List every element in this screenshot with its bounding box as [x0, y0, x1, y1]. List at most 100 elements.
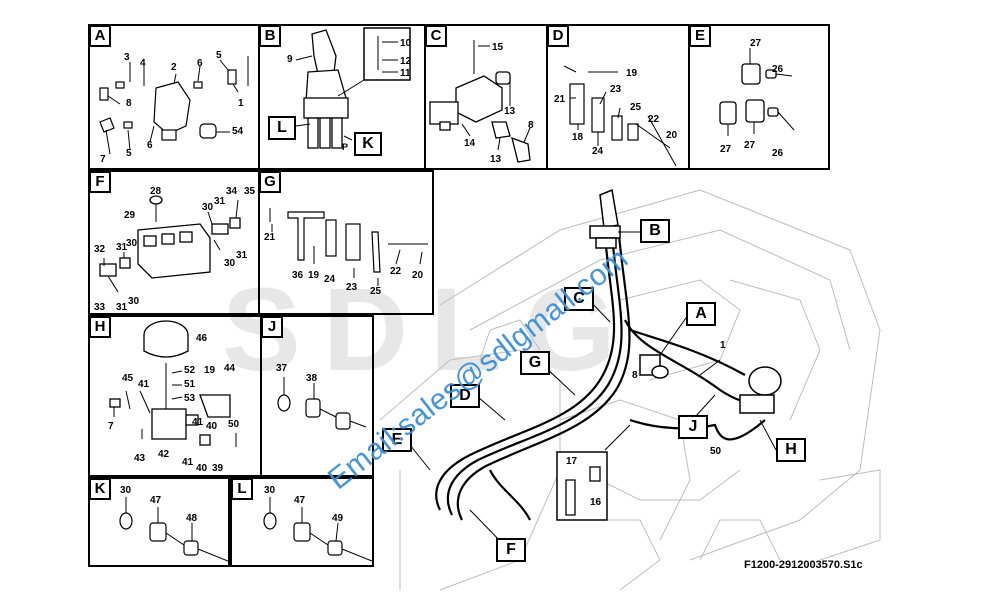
panel-h-label: 43	[134, 453, 146, 464]
overview-label: 8	[632, 370, 638, 381]
panel-d-label: 20	[666, 130, 678, 141]
panel-h-label: 45	[122, 373, 134, 384]
panel-a-label: 6	[197, 58, 203, 69]
panel-g-drawing	[269, 208, 428, 286]
panel-c-label: 8	[528, 120, 534, 131]
panel-f-letter: F	[89, 171, 111, 193]
panel-e-label: 27	[750, 38, 762, 49]
panel-l-label: 30	[264, 485, 276, 496]
panel-b: B 9 10 12 11	[258, 24, 426, 170]
sdlg-watermark-logo: SDLG	[222, 264, 638, 396]
panel-a-label: 6	[147, 140, 153, 151]
panel-a-label: 5	[216, 50, 222, 61]
panel-a-label: 54	[232, 126, 244, 137]
overview-callout-h: H	[776, 438, 806, 462]
overview-label: 17	[566, 456, 578, 467]
panel-g: G 21 36 19 24 23 25 22	[258, 170, 434, 315]
panel-h-label: 41	[182, 457, 194, 468]
panel-a-drawing	[99, 56, 249, 155]
panel-g-label: 21	[264, 232, 276, 243]
panel-a-label: 5	[126, 148, 132, 159]
panel-a: A	[88, 24, 260, 170]
panel-f-label: 30	[126, 238, 138, 249]
panel-f-label: 35	[244, 186, 256, 197]
panel-g-label: 22	[390, 266, 402, 277]
panel-h-label: 41	[138, 379, 150, 390]
panel-c-label: 15	[492, 42, 504, 53]
panel-h-label: 52	[184, 365, 196, 376]
panel-a-label: 8	[126, 98, 132, 109]
panel-e-drawing	[719, 48, 795, 136]
panel-c-letter: C	[425, 25, 447, 47]
panel-c-label: 13	[490, 154, 502, 165]
panel-a-label: 1	[238, 98, 244, 109]
panel-e-label: 26	[772, 64, 784, 75]
overview-callout-b: B	[640, 219, 670, 243]
panel-f-label: 30	[128, 296, 140, 307]
panel-l-drawing	[263, 497, 372, 562]
panel-d-label: 19	[626, 68, 638, 79]
panel-c: C 15 13 14 13 8	[424, 24, 548, 170]
panel-l-label: 49	[332, 513, 344, 524]
panel-d-label: 23	[610, 84, 622, 95]
panel-l: L 30 47 49	[230, 477, 374, 567]
panel-d-label: 18	[572, 132, 584, 143]
panel-h-label: 41	[192, 417, 204, 428]
overview-callout-g: G	[520, 351, 550, 375]
panel-a-label: 4	[140, 58, 146, 69]
overview-callout-c: C	[564, 287, 594, 311]
panel-a-label: 3	[124, 52, 130, 63]
overview-callout-e: E	[382, 428, 412, 452]
panel-b-letter: B	[259, 25, 281, 47]
panel-f-label: 31	[214, 196, 226, 207]
panel-l-letter: L	[231, 478, 253, 500]
panel-g-label: 25	[370, 286, 382, 297]
panel-d-label: 25	[630, 102, 642, 113]
panel-j: J 37 38	[260, 315, 374, 477]
panel-b-label: 11	[400, 68, 411, 79]
panel-f: F 28 29	[88, 170, 260, 315]
panel-h-label: 40	[206, 421, 218, 432]
panel-d-drawing	[563, 65, 677, 167]
panel-f-label: 28	[150, 186, 162, 197]
panel-d-label: 21	[554, 94, 566, 105]
panel-h-drawing	[109, 320, 237, 447]
panel-b-label: 10	[400, 38, 412, 49]
panel-b-callout-k: K	[354, 132, 382, 156]
panel-h-label: 19	[204, 365, 216, 376]
panel-f-label: 31	[116, 242, 128, 253]
panel-f-label: 34	[226, 186, 238, 197]
panel-b-callout-l: L	[268, 116, 296, 140]
panel-g-letter: G	[259, 171, 281, 193]
panel-h-label: 50	[228, 419, 240, 430]
panel-f-label: 30	[224, 258, 236, 269]
panel-h-letter: H	[89, 316, 111, 338]
panel-l-label: 47	[294, 495, 306, 506]
panel-g-label: 24	[324, 274, 336, 285]
panel-d: D 19 21 23 18 24 25	[546, 24, 690, 170]
panel-c-label: 13	[504, 106, 516, 117]
panel-b-drawing	[295, 27, 411, 149]
panel-k-label: 48	[186, 513, 198, 524]
panel-g-label: 36	[292, 270, 304, 281]
panel-k-label: 47	[150, 495, 162, 506]
overview-callout-a: A	[686, 302, 716, 326]
panel-h-label: 46	[196, 333, 208, 344]
panel-f-label: 30	[202, 202, 214, 213]
panel-f-label: 31	[236, 250, 248, 261]
panel-k-label: 30	[120, 485, 132, 496]
panel-d-label: 24	[592, 146, 604, 157]
panel-h-label: 39	[212, 463, 224, 474]
panel-f-label: 32	[94, 244, 106, 255]
panel-g-label: 20	[412, 270, 424, 281]
panel-h-label: 53	[184, 393, 196, 404]
overview-callout-d: D	[450, 384, 480, 408]
panel-e-letter: E	[689, 25, 711, 47]
panel-d-letter: D	[547, 25, 569, 47]
panel-f-drawing	[99, 195, 241, 293]
panel-j-letter: J	[261, 316, 283, 338]
overview-label: 16	[590, 497, 602, 508]
panel-k-drawing	[119, 497, 228, 562]
panel-e: E 27 26 27 27 26	[688, 24, 830, 170]
